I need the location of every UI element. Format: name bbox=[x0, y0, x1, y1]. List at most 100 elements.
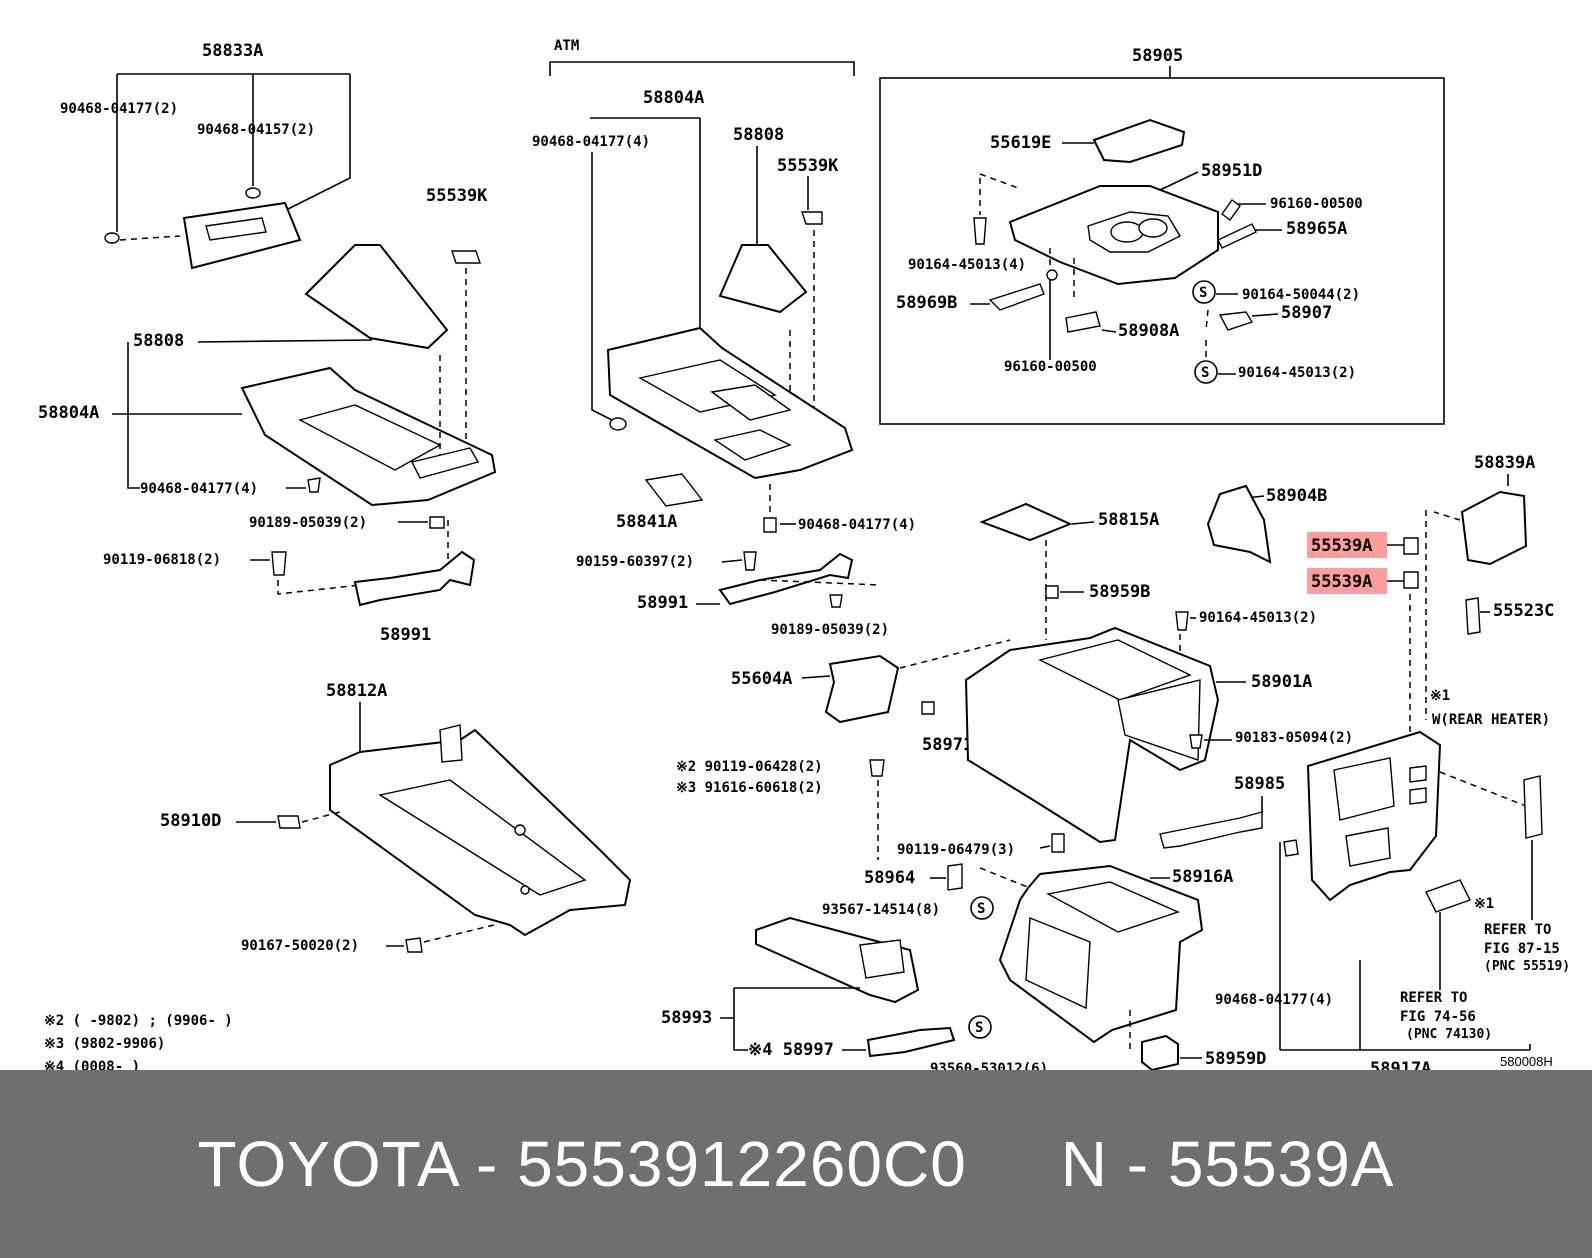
group-58993: ※2 90119-06428(2) ※3 91616-60618(2) 5896… bbox=[661, 759, 1048, 1070]
label-58917A: 58917A bbox=[1370, 1059, 1431, 1070]
group-atm: ATM 58804A 90468-04177(4) 58808 55539K bbox=[532, 38, 855, 480]
label-58833A: 58833A bbox=[202, 41, 263, 61]
label-58916A: 58916A bbox=[1172, 867, 1233, 887]
diagram-code: 580008H bbox=[1500, 1054, 1553, 1069]
shift-boot-58808-atm bbox=[718, 244, 808, 314]
part-number-banner: TOYOTA - 5553912260C0 N - 55539A bbox=[0, 1070, 1592, 1258]
label-96160-00500-bot: 96160-00500 bbox=[1004, 359, 1097, 375]
label-55604A: 55604A bbox=[731, 669, 792, 689]
label-refer-74-line2: FIG 74-56 bbox=[1400, 1009, 1476, 1025]
label-refer-87-line1: REFER TO bbox=[1484, 922, 1551, 938]
lid-55619E bbox=[1092, 118, 1186, 164]
label-mark2-row: ※2 90119-06428(2) bbox=[676, 759, 823, 775]
panel-58815A bbox=[979, 502, 1073, 542]
label-mark3-row: ※3 91616-60618(2) bbox=[676, 780, 823, 796]
label-58815A: 58815A bbox=[1098, 510, 1159, 530]
part-55539A bbox=[1403, 537, 1419, 555]
s-symbol: S bbox=[977, 901, 985, 917]
bracket-58985 bbox=[1159, 811, 1263, 849]
banner-text: TOYOTA - 5553912260C0 N - 55539A bbox=[197, 1128, 1395, 1200]
label-90167-50020-2: 90167-50020(2) bbox=[241, 938, 359, 954]
label-90164-45013-2-box: 90164-45013(2) bbox=[1238, 365, 1356, 381]
highlight-55539A-2 bbox=[1307, 568, 1387, 594]
label-93560-53012-6: 93560-53012(6) bbox=[930, 1061, 1048, 1070]
label-90119-06479-3: 90119-06479(3) bbox=[897, 842, 1015, 858]
label-58808-left: 58808 bbox=[133, 331, 184, 351]
label-refer-87-line3: (PNC 55519) bbox=[1484, 959, 1570, 974]
label-90468-04177-2: 90468-04177(2) bbox=[60, 101, 178, 117]
label-90468-04157-2: 90468-04157(2) bbox=[197, 122, 315, 138]
group-58916A: 90119-06479(3) 58916A 58959D bbox=[897, 833, 1266, 1070]
label-58993: 58993 bbox=[661, 1008, 712, 1028]
label-atm: ATM bbox=[554, 38, 579, 54]
label-90164-45013-4: 90164-45013(4) bbox=[908, 257, 1026, 273]
label-96160-00500-top: 96160-00500 bbox=[1270, 196, 1363, 212]
bracket-58991 bbox=[353, 550, 476, 607]
group-58833A: 58833A 90468-04177(2) 90468-04157(2) bbox=[60, 41, 351, 270]
clip-part bbox=[104, 232, 120, 244]
group-58901A: 58839A 58904B 58815A 55539A 55539A 58959… bbox=[964, 453, 1570, 1070]
group-58991-left: 90189-05039(2) 90119-06818(2) 58991 bbox=[103, 515, 476, 645]
label-58910D: 58910D bbox=[160, 811, 221, 831]
group-55604A: 55604A 58971 bbox=[731, 639, 1011, 755]
bracket-58991-mid bbox=[718, 552, 854, 606]
s-symbol: S bbox=[975, 1020, 983, 1036]
footnotes: ※2 ( -9802) ; (9906- ) ※3 (9802-9906) ※4… bbox=[44, 1013, 233, 1070]
group-58905: 58905 55619E 58951D 96160-00500 58965A 9… bbox=[879, 46, 1445, 425]
plate-58993 bbox=[755, 916, 920, 1004]
part-55539K bbox=[801, 211, 823, 225]
label-58969B: 58969B bbox=[896, 293, 957, 313]
clip-part bbox=[245, 187, 261, 199]
label-90119-06818-2: 90119-06818(2) bbox=[103, 552, 221, 568]
footnote-mark3: ※3 (9802-9906) bbox=[44, 1036, 165, 1052]
label-refer-74-line3: (PNC 74130) bbox=[1406, 1027, 1492, 1042]
label-58951D: 58951D bbox=[1201, 161, 1262, 181]
label-90183-05094-2: 90183-05094(2) bbox=[1235, 730, 1353, 746]
part-58841A bbox=[644, 473, 704, 507]
part-74130 bbox=[1523, 775, 1543, 839]
shift-boot-58808 bbox=[304, 244, 449, 350]
label-58839A: 58839A bbox=[1474, 453, 1535, 473]
part-55539K bbox=[451, 250, 481, 264]
part-55519 bbox=[1425, 879, 1471, 913]
bracket-58997 bbox=[866, 1026, 956, 1058]
label-58904B: 58904B bbox=[1266, 486, 1327, 506]
label-58985: 58985 bbox=[1234, 774, 1285, 794]
group-58812A: 58812A 58910D 90167-50020(2) bbox=[160, 681, 632, 954]
label-90468-04177-4-top: 90468-04177(4) bbox=[532, 134, 650, 150]
panel-58917A bbox=[1306, 730, 1442, 902]
label-90189-05039-2-left: 90189-05039(2) bbox=[249, 515, 367, 531]
label-58901A: 58901A bbox=[1251, 672, 1312, 692]
label-55523C: 55523C bbox=[1493, 601, 1554, 621]
part-55539A bbox=[1403, 571, 1419, 589]
cover-58839A bbox=[1460, 490, 1528, 566]
label-58959D: 58959D bbox=[1205, 1049, 1266, 1069]
label-58965A: 58965A bbox=[1286, 219, 1347, 239]
footnote-mark4: ※4 (0008- ) bbox=[44, 1059, 140, 1070]
label-refer-87-line2: FIG 87-15 bbox=[1484, 941, 1560, 957]
label-90468-04177-4-mid: 90468-04177(4) bbox=[798, 517, 916, 533]
label-90159-60397-2: 90159-60397(2) bbox=[576, 554, 694, 570]
label-90164-45013-2: 90164-45013(2) bbox=[1199, 610, 1317, 626]
label-90468-04177-4-right: 90468-04177(4) bbox=[1215, 992, 1333, 1008]
group-58991-mid: 90468-04177(4) 90159-60397(2) 58991 9018… bbox=[576, 484, 916, 638]
group-shift-console-left: 55539K 58808 58804A 90468-04177(4) bbox=[38, 186, 497, 507]
cover-58904B bbox=[1206, 484, 1272, 564]
label-refer-74-line1: REFER TO bbox=[1400, 990, 1467, 1006]
label-rear-heater: W(REAR HEATER) bbox=[1432, 712, 1550, 728]
part-58959D bbox=[1141, 1034, 1179, 1070]
label-58804A-left: 58804A bbox=[38, 403, 99, 423]
label-58991-left: 58991 bbox=[380, 625, 431, 645]
label-58907: 58907 bbox=[1281, 303, 1332, 323]
label-58991-mid: 58991 bbox=[637, 593, 688, 613]
label-58841A: 58841A bbox=[616, 512, 677, 532]
label-55619E: 55619E bbox=[990, 133, 1051, 153]
label-58997: ※4 58997 bbox=[748, 1040, 834, 1060]
label-mark1-bot: ※1 bbox=[1474, 896, 1494, 912]
label-58908A: 58908A bbox=[1118, 321, 1179, 341]
label-93567-14514-8: 93567-14514(8) bbox=[822, 902, 940, 918]
highlight-55539A-1 bbox=[1307, 532, 1387, 558]
box-58905 bbox=[879, 77, 1445, 425]
label-90468-04177-4-left: 90468-04177(4) bbox=[140, 481, 258, 497]
label-90189-05039-2-mid: 90189-05039(2) bbox=[771, 622, 889, 638]
